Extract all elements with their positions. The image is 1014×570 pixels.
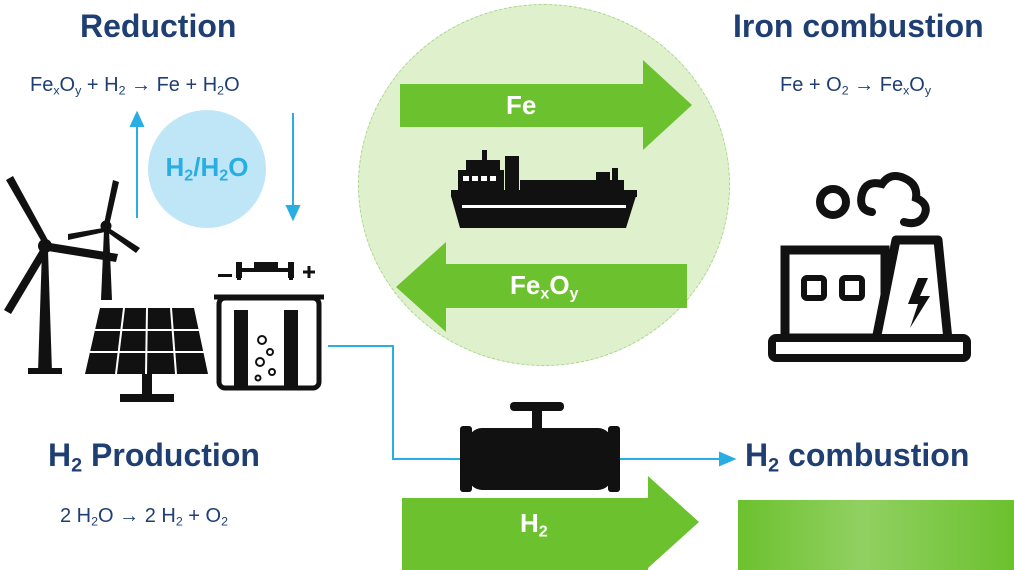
h2-arrow-label: H2 bbox=[520, 508, 548, 541]
bubble-label: H2/H2O bbox=[165, 152, 249, 185]
reduction-title: Reduction bbox=[80, 8, 237, 44]
h2-arrow bbox=[402, 476, 699, 570]
h2-production-title: H2 Production bbox=[48, 437, 260, 477]
fe-arrow-label: Fe bbox=[506, 90, 537, 120]
ship-icon bbox=[451, 150, 637, 228]
h2-production-equation: 2 H2O → 2 H2 + O2 bbox=[60, 505, 228, 529]
reduction-equation: FexOy + H2 → Fe + H2O bbox=[30, 74, 240, 98]
fe-arrow bbox=[400, 60, 692, 150]
wind-turbine-icon bbox=[4, 176, 140, 374]
green-bar-fade bbox=[738, 500, 1014, 570]
pipeline-valve-icon bbox=[460, 402, 620, 492]
h2-pipeline-line bbox=[328, 345, 737, 467]
iron-combustion-title: Iron combustion bbox=[733, 8, 984, 44]
fexoy-arrow bbox=[396, 242, 687, 332]
power-plant-icon bbox=[768, 172, 971, 362]
h2-combustion-title: H2 combustion bbox=[745, 437, 970, 477]
iron-combustion-equation: Fe + O2 → FexOy bbox=[780, 74, 932, 98]
fexoy-arrow-label: FexOy bbox=[510, 270, 579, 303]
electrolyzer-icon bbox=[214, 262, 324, 391]
h2-h2o-bubble: H2/H2O bbox=[148, 110, 266, 228]
reduction-cycle-arrows bbox=[129, 110, 301, 222]
solar-panel-icon bbox=[85, 307, 208, 402]
